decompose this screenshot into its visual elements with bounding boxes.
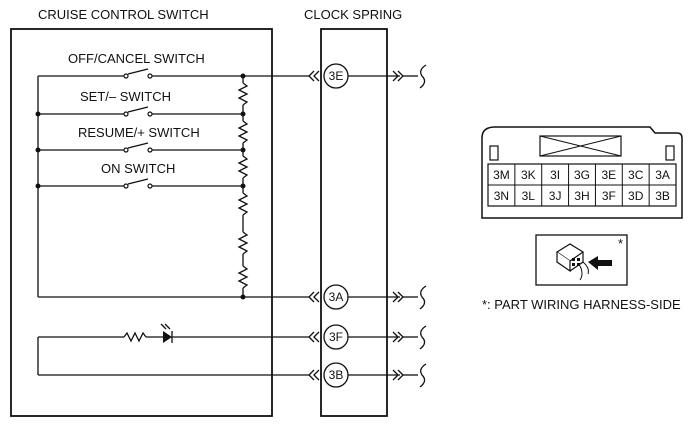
horn-circuit [37,323,310,376]
pin-3e-label: 3E [329,69,344,83]
clock-spring-title: CLOCK SPRING [304,7,402,22]
pin-3a-label: 3A [329,290,344,304]
harness-side-note: *: PART WIRING HARNESS-SIDE [482,297,681,312]
on-switch-label: ON SWITCH [101,161,175,176]
connector-pin-3f: 3F [602,189,616,203]
pin-3f: 3F [308,324,427,350]
pin-3b-label: 3B [329,368,344,382]
connector-pin-grid: 3M 3K 3I 3G 3E 3C 3A 3N 3L 3J 3H 3F 3D 3B [493,164,670,206]
resume-plus-switch-label: RESUME/+ SWITCH [78,125,200,140]
clock-spring-box [320,28,388,417]
pin-3a: 3A [308,284,427,310]
inset-asterisk: * [618,236,623,251]
connector-pin-3k: 3K [521,168,536,182]
connector-pin-3a: 3A [655,168,670,182]
junction-node-top [240,73,246,79]
off-cancel-switch-row: OFF/CANCEL SWITCH [38,51,310,79]
set-minus-switch-row: SET/– SWITCH [35,89,246,117]
set-minus-switch-label: SET/– SWITCH [80,89,171,104]
pin-3f-label: 3F [329,330,343,344]
connector-pin-3d: 3D [628,189,644,203]
connector-pin-3i: 3I [550,168,560,182]
connector-pin-3g: 3G [574,168,590,182]
resistor-ladder [237,76,249,297]
resume-plus-switch-row: RESUME/+ SWITCH [35,125,246,153]
connector-pin-3c: 3C [628,168,644,182]
connector-pin-3b: 3B [655,189,670,203]
connector-face: 3M 3K 3I 3G 3E 3C 3A 3N 3L 3J 3H 3F 3D 3B [481,126,683,219]
connector-lock-tab [539,135,622,157]
connector-pin-3j: 3J [549,189,562,203]
cruise-control-switch-box [10,28,273,417]
connector-plug-icon [555,243,589,281]
connector-pin-3l: 3L [522,189,536,203]
cruise-control-switch-title: CRUISE CONTROL SWITCH [38,7,209,22]
connector-pin-3h: 3H [574,189,589,203]
connector-pin-3n: 3N [494,189,509,203]
on-switch-row: ON SWITCH [35,161,246,189]
off-cancel-switch-label: OFF/CANCEL SWITCH [68,51,205,66]
harness-side-inset: * [535,234,628,286]
pin-3b: 3B [308,362,427,388]
connector-pin-3e: 3E [602,168,617,182]
arrow-icon [588,256,612,270]
pin-3e: 3E [308,63,427,89]
connector-pin-3m: 3M [493,168,510,182]
